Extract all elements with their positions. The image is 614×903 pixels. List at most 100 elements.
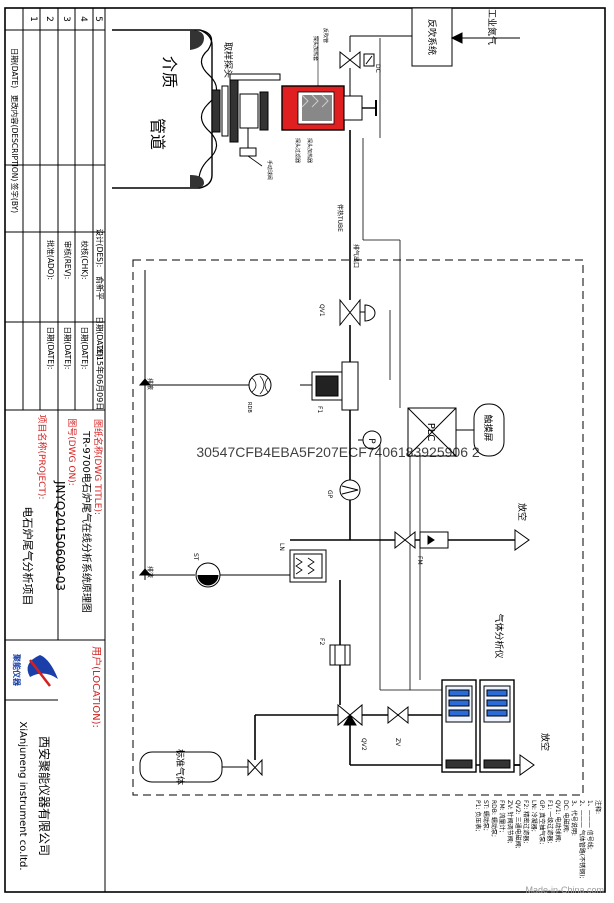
design-label: 设计(DES): bbox=[95, 229, 105, 268]
project-name: 电石炉尾气分析项目 bbox=[21, 507, 35, 606]
fm-label: FM bbox=[416, 556, 423, 565]
drawing-number: JNYQ20150609-03 bbox=[53, 480, 67, 591]
rev-row-3: 3 bbox=[61, 16, 71, 22]
legend-item-1: 1、——— 信号线; bbox=[586, 800, 594, 850]
blowback-tube-label: 反吹管 bbox=[322, 28, 329, 43]
standard-gas-label: 标准气体 bbox=[174, 749, 186, 785]
check-label: 校核(CHK): bbox=[80, 240, 90, 279]
flowmeter-fm: FM 放空 bbox=[394, 503, 530, 565]
drain-label-2: 排液 bbox=[146, 566, 154, 578]
exhaust-outlet-label: 排气出口 bbox=[352, 244, 360, 268]
drawing-title: TR-9700电石炉尾气在线分析系统原理图 bbox=[80, 430, 93, 613]
f1-label: F1 bbox=[316, 406, 323, 413]
standard-gas-cylinder: 标准气体 bbox=[139, 749, 263, 785]
qv2-label: QV2 bbox=[360, 738, 367, 751]
gas-analyzer-label: 气体分析仪 bbox=[493, 613, 505, 658]
rev-row-2: 2 bbox=[44, 16, 54, 22]
designer-name: 俞新平 bbox=[95, 276, 105, 300]
sheet-border bbox=[4, 7, 606, 893]
plc-label: PLC bbox=[425, 423, 436, 442]
signature-column-header: 签字(BY) bbox=[10, 183, 20, 213]
drain-arrow-2-icon bbox=[138, 568, 152, 576]
sampling-probe: 手动球阀 取样探头 bbox=[211, 42, 281, 180]
probe-filter-label: 探头过滤器 bbox=[294, 138, 301, 163]
nitrogen-inlet-arrow-icon bbox=[450, 32, 463, 44]
motorized-ball-valve-qv1: QV1 bbox=[318, 298, 376, 327]
probe-heating-label: 探头加热器 bbox=[306, 138, 313, 163]
drain-label-1: 排液 bbox=[146, 378, 154, 390]
legend-item-12: FM: 流量计; bbox=[498, 800, 506, 833]
revision-numbers: 1 2 3 4 5 bbox=[28, 16, 103, 22]
pipe-pipeline-label: 管道 bbox=[148, 118, 167, 150]
peristaltic-pump-rdb: RDB bbox=[246, 373, 272, 413]
blowback-system-box bbox=[411, 7, 453, 67]
overlay-code-text: 30547CFB4EBA5F207ECF7406183925906 2 bbox=[196, 444, 480, 460]
legend-item-3: 3、代号说明: bbox=[570, 800, 578, 836]
process-pipe: 介质 管道 bbox=[112, 29, 218, 189]
precision-filter-f2: F2 bbox=[318, 638, 351, 666]
design-date-label: 日期(DATE): bbox=[95, 317, 104, 360]
p-label: P bbox=[366, 438, 376, 444]
ln-label: LN bbox=[278, 543, 285, 551]
zv-label: ZV bbox=[394, 738, 401, 747]
peristaltic-pump-st: ST bbox=[192, 553, 290, 588]
logo-text: 聚能仪器 bbox=[12, 653, 22, 687]
condenser-ln: LN bbox=[278, 543, 327, 583]
legend-item-15: P1: 负压表; bbox=[474, 800, 482, 831]
user-location-label: 用户(LOCATION): bbox=[90, 646, 103, 728]
company-name-cn: 西安聚能仪器有限公司 bbox=[37, 736, 52, 856]
title-block bbox=[5, 8, 106, 892]
needle-valve-icon bbox=[394, 530, 416, 550]
control-unit: PLC 触摸屏 bbox=[407, 403, 505, 457]
vent-label-2: 放空 bbox=[539, 733, 551, 751]
logo-swoosh-icon bbox=[27, 655, 58, 679]
legend-item-14: ST: 蠕动泵; bbox=[482, 800, 490, 831]
solenoid-valve-dc-icon bbox=[339, 50, 361, 70]
legend-item-9: F2: 精密过滤器; bbox=[522, 800, 530, 843]
dc-label: DC bbox=[374, 64, 381, 73]
review-label: 审核(REV): bbox=[63, 241, 73, 279]
pressure-gauge-p: P bbox=[358, 430, 382, 450]
probe-heater-jacket: 探头加热套 探头过滤器 探头加热器 bbox=[281, 36, 377, 163]
legend-item-7: GP: 真空抽气泵; bbox=[538, 800, 546, 844]
approve-date-label: 日期(DATE): bbox=[46, 327, 55, 370]
zv-valve-icon bbox=[387, 705, 409, 725]
manual-ball-valve-icon bbox=[239, 147, 257, 157]
probe-label: 取样探头 bbox=[222, 42, 234, 78]
pipe-medium-label: 介质 bbox=[160, 56, 179, 88]
review-date-label: 日期(DATE): bbox=[63, 327, 72, 370]
manual-valve-label: 手动球阀 bbox=[266, 160, 273, 180]
company-name-en: XiAnjuneng instrument co.ltd. bbox=[17, 721, 28, 870]
touch-screen-label: 触摸屏 bbox=[482, 414, 494, 441]
cylinder-valve-icon bbox=[247, 758, 263, 777]
gas-lines bbox=[254, 130, 520, 766]
vent-1-icon bbox=[514, 529, 530, 551]
legend-item-13: RDB: 蠕动泵; bbox=[490, 800, 498, 837]
legend-item-4: DC: 电磁阀; bbox=[562, 800, 570, 833]
analysis-cabinet-boundary bbox=[132, 259, 584, 796]
qv1-label: QV1 bbox=[318, 304, 325, 317]
design-date: 2015年06月09日 bbox=[95, 346, 105, 411]
rev-row-5: 5 bbox=[93, 16, 103, 22]
date-column-header: 日期(DATE) bbox=[10, 48, 19, 88]
primary-filter-f1: F1 bbox=[311, 361, 359, 413]
legend-item-5: QV1: 电动球阀; bbox=[554, 800, 562, 843]
approve-label: 批准(ADO): bbox=[46, 240, 56, 280]
drawing-title-label: 图纸名称(DWG TITLE): bbox=[92, 419, 104, 515]
drawing-number-label: 图号(DWG ON): bbox=[66, 418, 77, 486]
vacuum-pump-gp: GP bbox=[326, 479, 361, 501]
description-column-header: 更改内容(DESCRIPTION) bbox=[10, 95, 20, 182]
ball-valve-qv1-icon bbox=[339, 298, 361, 327]
st-label: ST bbox=[192, 553, 199, 561]
project-label: 项目名称(PROJECT): bbox=[36, 415, 48, 500]
rdb-label: RDB bbox=[246, 402, 252, 413]
signal-lines bbox=[362, 38, 442, 691]
pipe-end-cap-icon bbox=[190, 30, 204, 50]
drain-arrow-icon bbox=[138, 378, 152, 386]
legend-item-8: LN: 冷凝器; bbox=[530, 800, 538, 832]
legend-notes: 注释: 1、——— 信号线; 2、——— 气体管路(不锈钢); 3、代号说明: … bbox=[474, 800, 602, 878]
legend-item-6: F1: 一级过滤器; bbox=[546, 800, 554, 843]
heat-trace-tube-label: 伴热TUBE bbox=[336, 204, 344, 232]
three-way-valve-qv2: QV2 bbox=[337, 703, 367, 751]
